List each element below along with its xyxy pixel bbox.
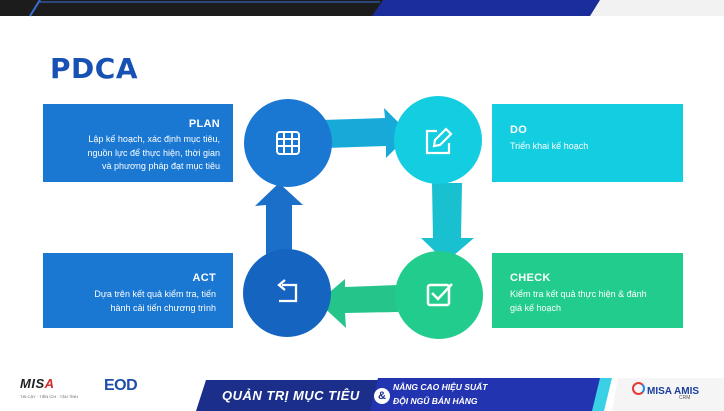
plan-description: Lập kế hoạch, xác định mục tiêu, nguồn l… — [50, 133, 220, 174]
check-line: giá kế hoạch — [510, 302, 562, 313]
amis-circle-icon — [632, 382, 645, 395]
plan-box: PLAN Lập kế hoạch, xác định mục tiêu, ng… — [43, 104, 233, 182]
plan-line: và phương pháp đạt mục tiêu — [101, 161, 220, 171]
misa-amis-logo: MISA AMIS — [632, 382, 699, 397]
check-line: Kiểm tra kết quả thực hiện & đánh — [510, 289, 647, 299]
plan-heading: PLAN — [188, 118, 220, 130]
do-line: Triển khai kế hoạch — [510, 141, 589, 151]
return-arrow-icon — [277, 279, 298, 303]
act-description: Dựa trên kết quả kiểm tra, tiến hành cải… — [46, 288, 216, 315]
crm-label: CRM — [679, 395, 691, 401]
plan-line: nguồn lực để thực hiện, thời gian — [87, 147, 220, 158]
check-description: Kiểm tra kết quả thực hiện & đánh giá kế… — [510, 288, 675, 315]
page-title: PDCA — [50, 52, 138, 85]
act-heading: ACT — [192, 272, 216, 284]
plan-circle — [244, 99, 332, 187]
calendar-icon — [276, 131, 300, 155]
eod-logo: EOD — [104, 377, 138, 394]
edit-icon — [425, 127, 453, 155]
arrow-plan-to-do — [322, 108, 410, 158]
plan-line: Lập kế hoạch, xác định mục tiêu, — [88, 134, 220, 144]
do-circle — [394, 96, 482, 184]
banner-title: QUẢN TRỊ MỤC TIÊU — [222, 388, 360, 403]
arrow-do-to-check — [421, 183, 474, 262]
check-heading: CHECK — [510, 272, 551, 284]
check-circle — [395, 251, 483, 339]
check-box: CHECK Kiểm tra kết quả thực hiện & đánh … — [492, 253, 683, 328]
act-line: hành cải tiến chương trình — [110, 302, 217, 313]
top-decoration — [0, 0, 724, 20]
arrow-act-to-plan — [255, 183, 303, 258]
do-description: Triển khai kế hoạch — [510, 140, 588, 154]
banner-subtitle-line2: ĐỘI NGŨ BÁN HÀNG — [393, 396, 478, 406]
do-heading: DO — [510, 124, 528, 136]
arrow-check-to-act — [318, 279, 398, 328]
do-box: DO Triển khai kế hoạch — [492, 104, 683, 182]
act-box: ACT Dựa trên kết quả kiểm tra, tiến hành… — [43, 253, 233, 328]
ampersand-badge: & — [374, 388, 390, 404]
checkbox-icon — [426, 283, 453, 307]
banner-subtitle-line1: NÂNG CAO HIỆU SUẤT — [393, 382, 488, 392]
misa-tagline: TIN CẬY · TIỆN ÍCH · TẬN TÌNH — [20, 394, 79, 399]
act-circle — [243, 249, 331, 337]
footer-bar — [0, 370, 724, 411]
act-line: Dựa trên kết quả kiểm tra, tiến — [94, 289, 216, 299]
misa-logo: MISA — [20, 376, 55, 391]
